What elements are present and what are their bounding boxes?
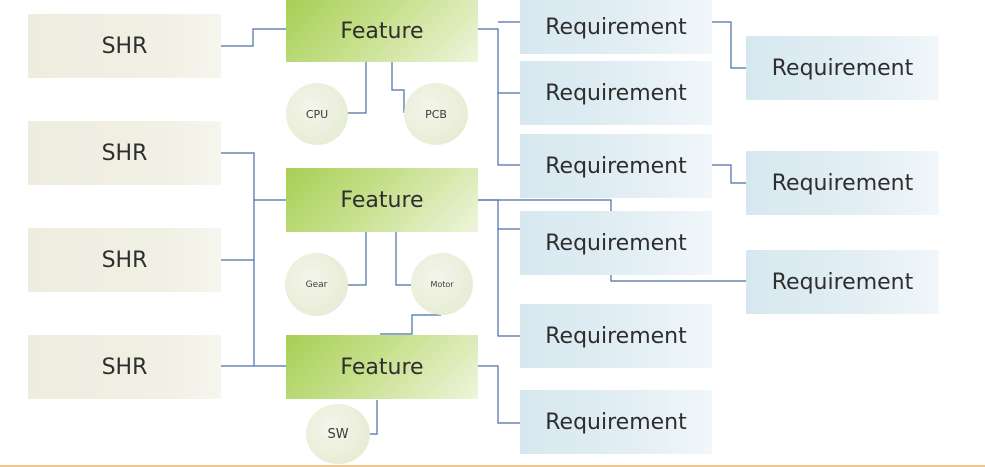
requirement-node-7: Requirement — [746, 36, 939, 100]
connector-shr1-feature1 — [221, 28, 287, 47]
feature-node-2: Feature — [286, 168, 478, 232]
connector-req1-child — [712, 21, 746, 69]
requirement-node-2: Requirement — [520, 61, 712, 125]
connector-motor-feature3 — [380, 314, 441, 335]
connector-feature2-req-bus — [478, 199, 520, 337]
component-node-pcb: PCB — [404, 83, 468, 145]
requirement-node-8: Requirement — [746, 151, 939, 215]
shr-node-3: SHR — [28, 228, 221, 292]
connector-feature1-req-bus — [478, 28, 520, 166]
bottom-rule — [0, 465, 985, 467]
connector-feature2-gear — [343, 232, 367, 286]
connector-shr2-trunk — [221, 152, 255, 366]
connector-feature2-motor — [395, 232, 411, 286]
shr-node-4: SHR — [28, 335, 221, 399]
shr-node-1: SHR — [28, 14, 221, 78]
feature-node-3: Feature — [286, 335, 478, 399]
connector-feature1-cpu — [343, 62, 367, 114]
requirement-node-4: Requirement — [520, 211, 712, 275]
shr-node-2: SHR — [28, 121, 221, 185]
connector-feature3-req — [478, 365, 520, 424]
connector-feature3-sw — [368, 400, 378, 435]
requirement-node-1: Requirement — [520, 0, 712, 54]
requirement-node-3: Requirement — [520, 134, 712, 198]
requirement-node-6: Requirement — [520, 390, 712, 454]
requirement-node-5: Requirement — [520, 304, 712, 368]
component-node-gear: Gear — [285, 253, 348, 316]
component-node-motor: Motor — [411, 253, 473, 315]
component-node-cpu: CPU — [286, 83, 348, 145]
requirement-node-9: Requirement — [746, 250, 939, 314]
feature-node-1: Feature — [286, 0, 478, 62]
connector-feature1-pcb — [391, 62, 405, 113]
component-node-sw: SW — [306, 404, 370, 464]
connector-req3-child — [712, 164, 746, 184]
